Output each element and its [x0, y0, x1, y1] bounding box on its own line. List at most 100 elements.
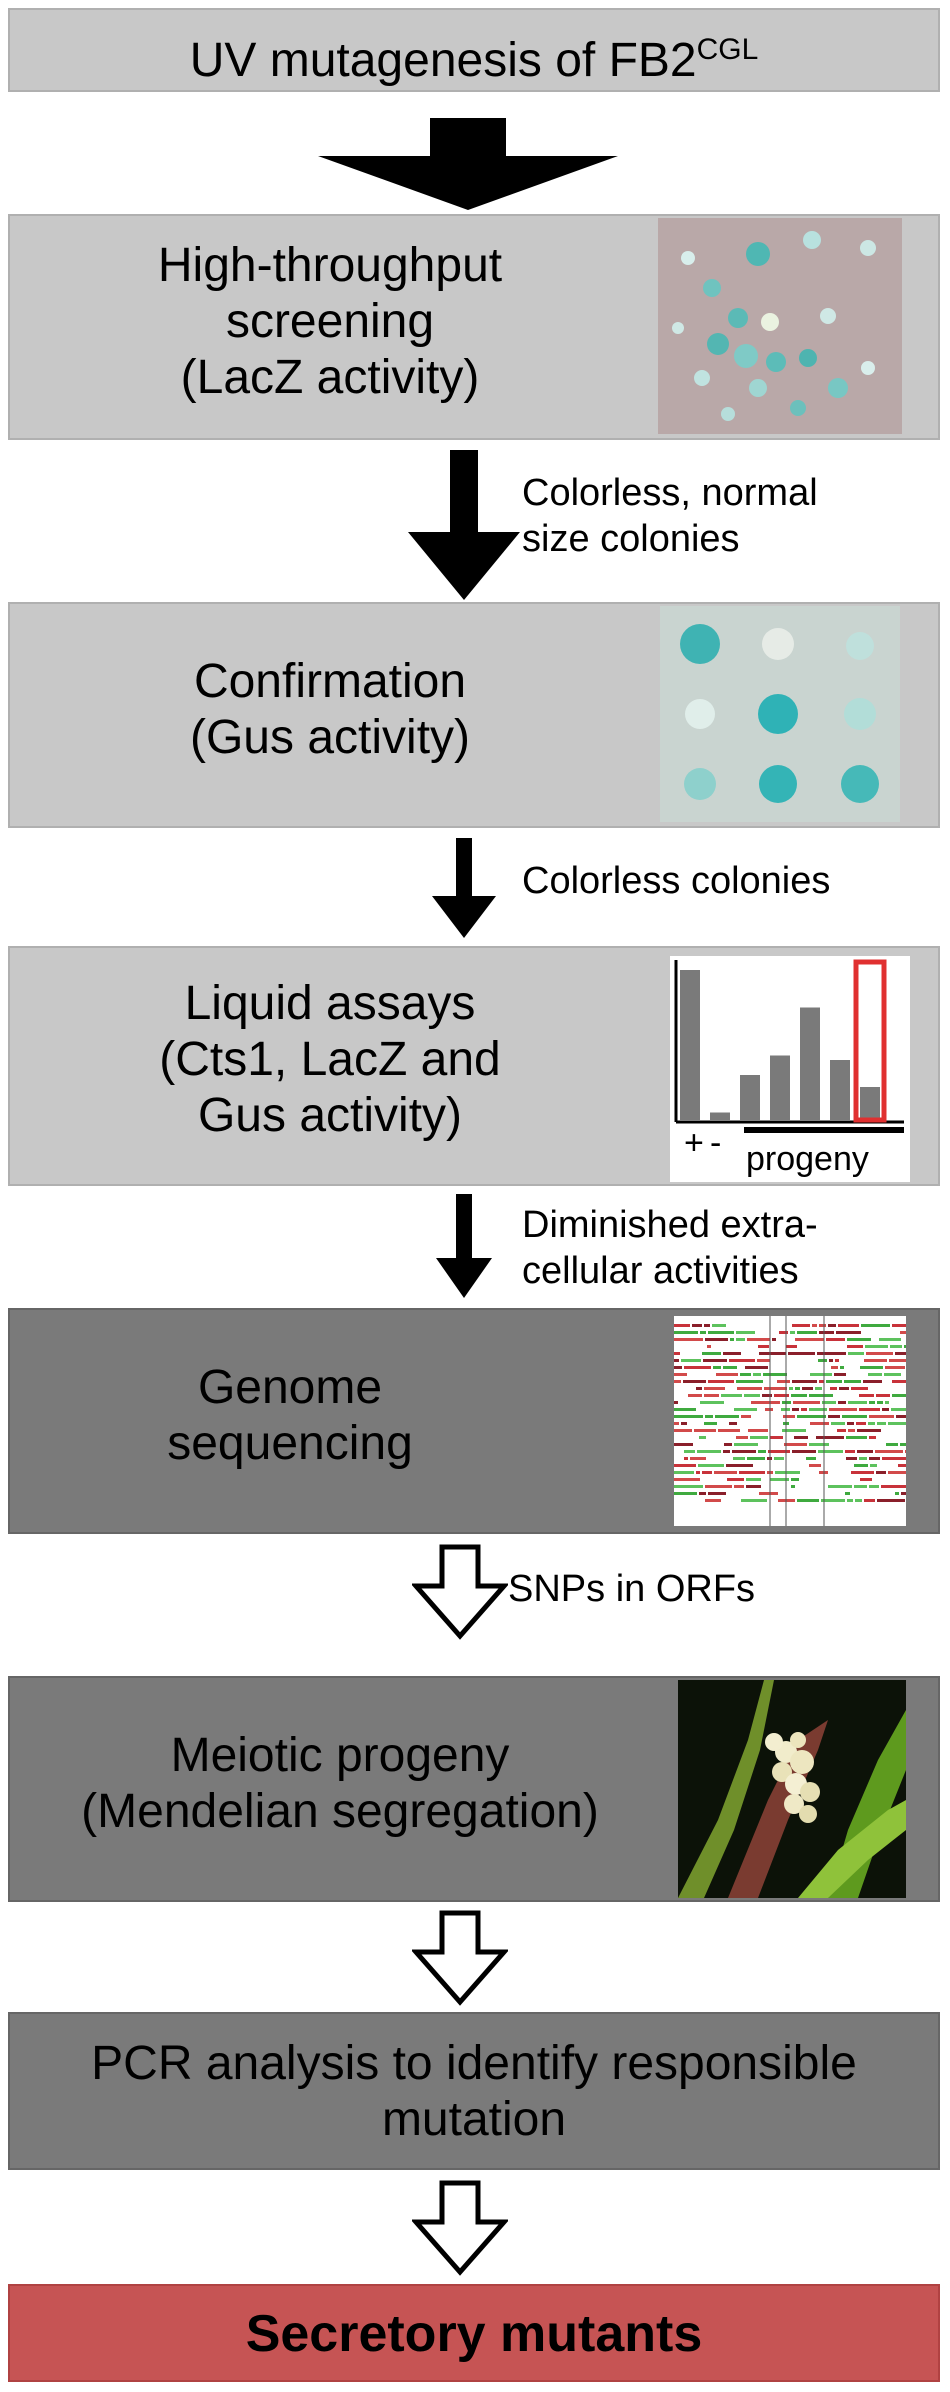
sequence-read: [765, 1408, 773, 1411]
step-meiotic-line-1: Meiotic progeny: [170, 1729, 510, 1782]
sequence-read: [846, 1457, 857, 1460]
sequence-read: [747, 1457, 765, 1460]
sequence-read: [809, 1443, 829, 1446]
sequence-read: [784, 1443, 807, 1446]
chart-bar-3: [740, 1075, 760, 1120]
sequence-read: [774, 1457, 784, 1460]
sequence-read: [783, 1415, 795, 1418]
sequence-read: [888, 1422, 906, 1425]
sequence-read: [736, 1331, 755, 1334]
transition-note-3-line-2: cellular activities: [522, 1250, 799, 1292]
sequence-read: [736, 1338, 745, 1341]
sequence-read: [848, 1429, 855, 1432]
sequence-read: [865, 1345, 888, 1348]
sequence-read: [905, 1450, 906, 1453]
sequence-read: [713, 1366, 721, 1369]
sequence-read: [727, 1478, 744, 1481]
sequence-read: [723, 1450, 730, 1453]
sequence-read: [700, 1331, 706, 1334]
sequence-read: [684, 1366, 711, 1369]
transition-note-3-line-1: Diminished extra-: [522, 1204, 818, 1246]
sequence-read: [788, 1352, 815, 1355]
sequence-read: [684, 1457, 688, 1460]
sequence-read: [859, 1394, 874, 1397]
chart-bar-6: [830, 1060, 850, 1120]
sequence-read: [829, 1408, 857, 1411]
sequence-read: [864, 1359, 887, 1362]
sequence-read: [696, 1387, 702, 1390]
step-genome-label: Genome sequencing: [10, 1360, 570, 1472]
sequence-read: [737, 1387, 762, 1390]
sequence-read: [847, 1345, 863, 1348]
step-confirmation-line-2: (Gus activity): [189, 711, 471, 764]
sequence-read: [846, 1436, 867, 1439]
sequence-read: [815, 1387, 822, 1390]
step-liquid-line-3: Gus activity): [197, 1089, 463, 1142]
sequence-read: [847, 1338, 871, 1341]
sequence-read: [736, 1436, 748, 1439]
sequence-read: [703, 1359, 727, 1362]
step-genome-sequencing: Genome sequencing: [8, 1308, 940, 1534]
sequence-read: [819, 1331, 834, 1334]
step-screening-line-2: screening: [225, 295, 435, 348]
sequence-read: [674, 1478, 700, 1481]
gus-plate-image: [660, 606, 900, 822]
sequence-read: [733, 1457, 745, 1460]
sequence-read: [764, 1387, 787, 1390]
sequence-read: [876, 1471, 886, 1474]
sequence-read: [740, 1373, 751, 1376]
sequence-read: [718, 1429, 740, 1432]
sequence-read: [879, 1338, 901, 1341]
sequence-read: [702, 1352, 721, 1355]
transition-note-1-line-1: Colorless, normal: [522, 472, 818, 514]
sequence-read: [674, 1331, 698, 1334]
step-pcr-line-1: PCR analysis to identify responsible: [91, 2037, 857, 2090]
sequence-read: [891, 1408, 906, 1411]
sequence-read: [864, 1499, 875, 1502]
step-pcr-label: PCR analysis to identify responsible mut…: [10, 2036, 938, 2148]
sequence-read: [856, 1422, 866, 1425]
transition-note-2: Colorless colonies: [522, 858, 830, 904]
step-secretory-mutants: Secretory mutants: [8, 2284, 940, 2382]
big-arrow-down-icon: [318, 118, 618, 210]
sequence-read: [831, 1422, 845, 1425]
sequence-read: [860, 1478, 872, 1481]
sequence-read: [789, 1387, 793, 1390]
sequence-read: [869, 1436, 876, 1439]
sequence-read: [818, 1359, 827, 1362]
sequence-read: [772, 1338, 776, 1341]
sequence-read: [697, 1450, 721, 1453]
sequence-read: [696, 1471, 700, 1474]
sequence-read: [699, 1436, 706, 1439]
sequence-read: [870, 1464, 877, 1467]
sequence-read: [734, 1408, 757, 1411]
bar-chart-svg: + - progeny: [674, 959, 904, 1178]
sequence-read: [842, 1415, 867, 1418]
sequence-read: [792, 1408, 799, 1411]
sequence-read: [829, 1359, 833, 1362]
sequence-read: [707, 1345, 711, 1348]
sequence-read: [826, 1380, 842, 1383]
step-screening-line-1: High-throughput: [157, 239, 503, 292]
chart-group-label: progeny: [746, 1140, 869, 1178]
sequence-read: [762, 1394, 772, 1397]
sequence-read: [704, 1324, 710, 1327]
sequence-read: [674, 1359, 679, 1362]
sequence-read: [700, 1401, 724, 1404]
step-meiotic-label: Meiotic progeny (Mendelian segregation): [10, 1728, 670, 1840]
sequence-read: [690, 1457, 706, 1460]
sequence-read: [857, 1429, 881, 1432]
chart-bar-1: [680, 970, 700, 1120]
sequence-read: [838, 1324, 859, 1327]
sequence-read: [741, 1499, 767, 1502]
sequence-read: [839, 1387, 849, 1390]
arrow-down-icon-3: [436, 1194, 492, 1298]
sequence-read: [817, 1352, 846, 1355]
sequence-read: [882, 1408, 889, 1411]
chart-bar-7: [860, 1087, 880, 1120]
sequence-read: [854, 1485, 867, 1488]
step-genome-line-2: sequencing: [167, 1417, 413, 1470]
sequence-read: [751, 1401, 780, 1404]
sequence-read: [822, 1401, 836, 1404]
sequence-read: [863, 1380, 882, 1383]
